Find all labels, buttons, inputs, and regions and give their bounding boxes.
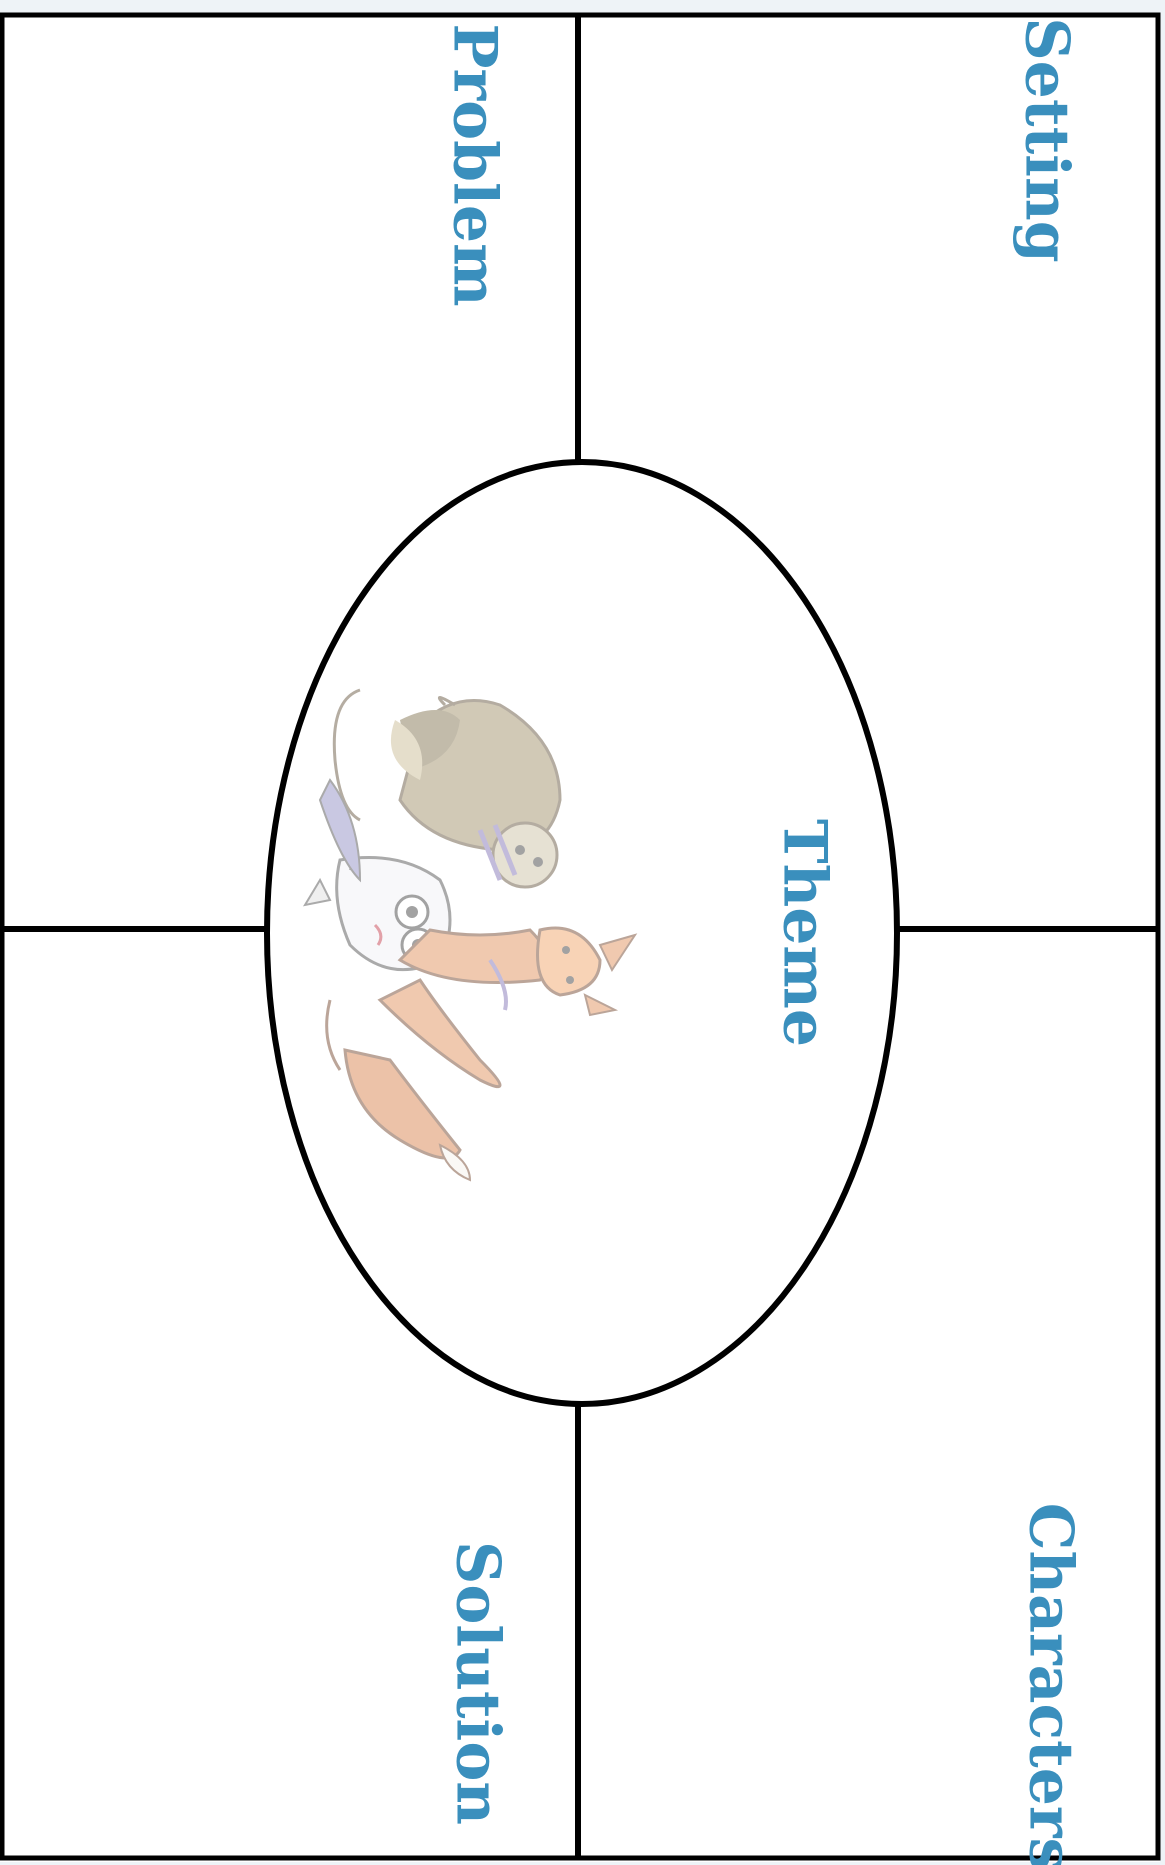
characters-label: Characters <box>1016 1503 1086 1865</box>
solution-label: Solution <box>443 1541 513 1825</box>
problem-label: Problem <box>440 23 510 306</box>
theme-label: Theme <box>770 819 840 1047</box>
setting-label: Setting <box>1012 17 1082 262</box>
